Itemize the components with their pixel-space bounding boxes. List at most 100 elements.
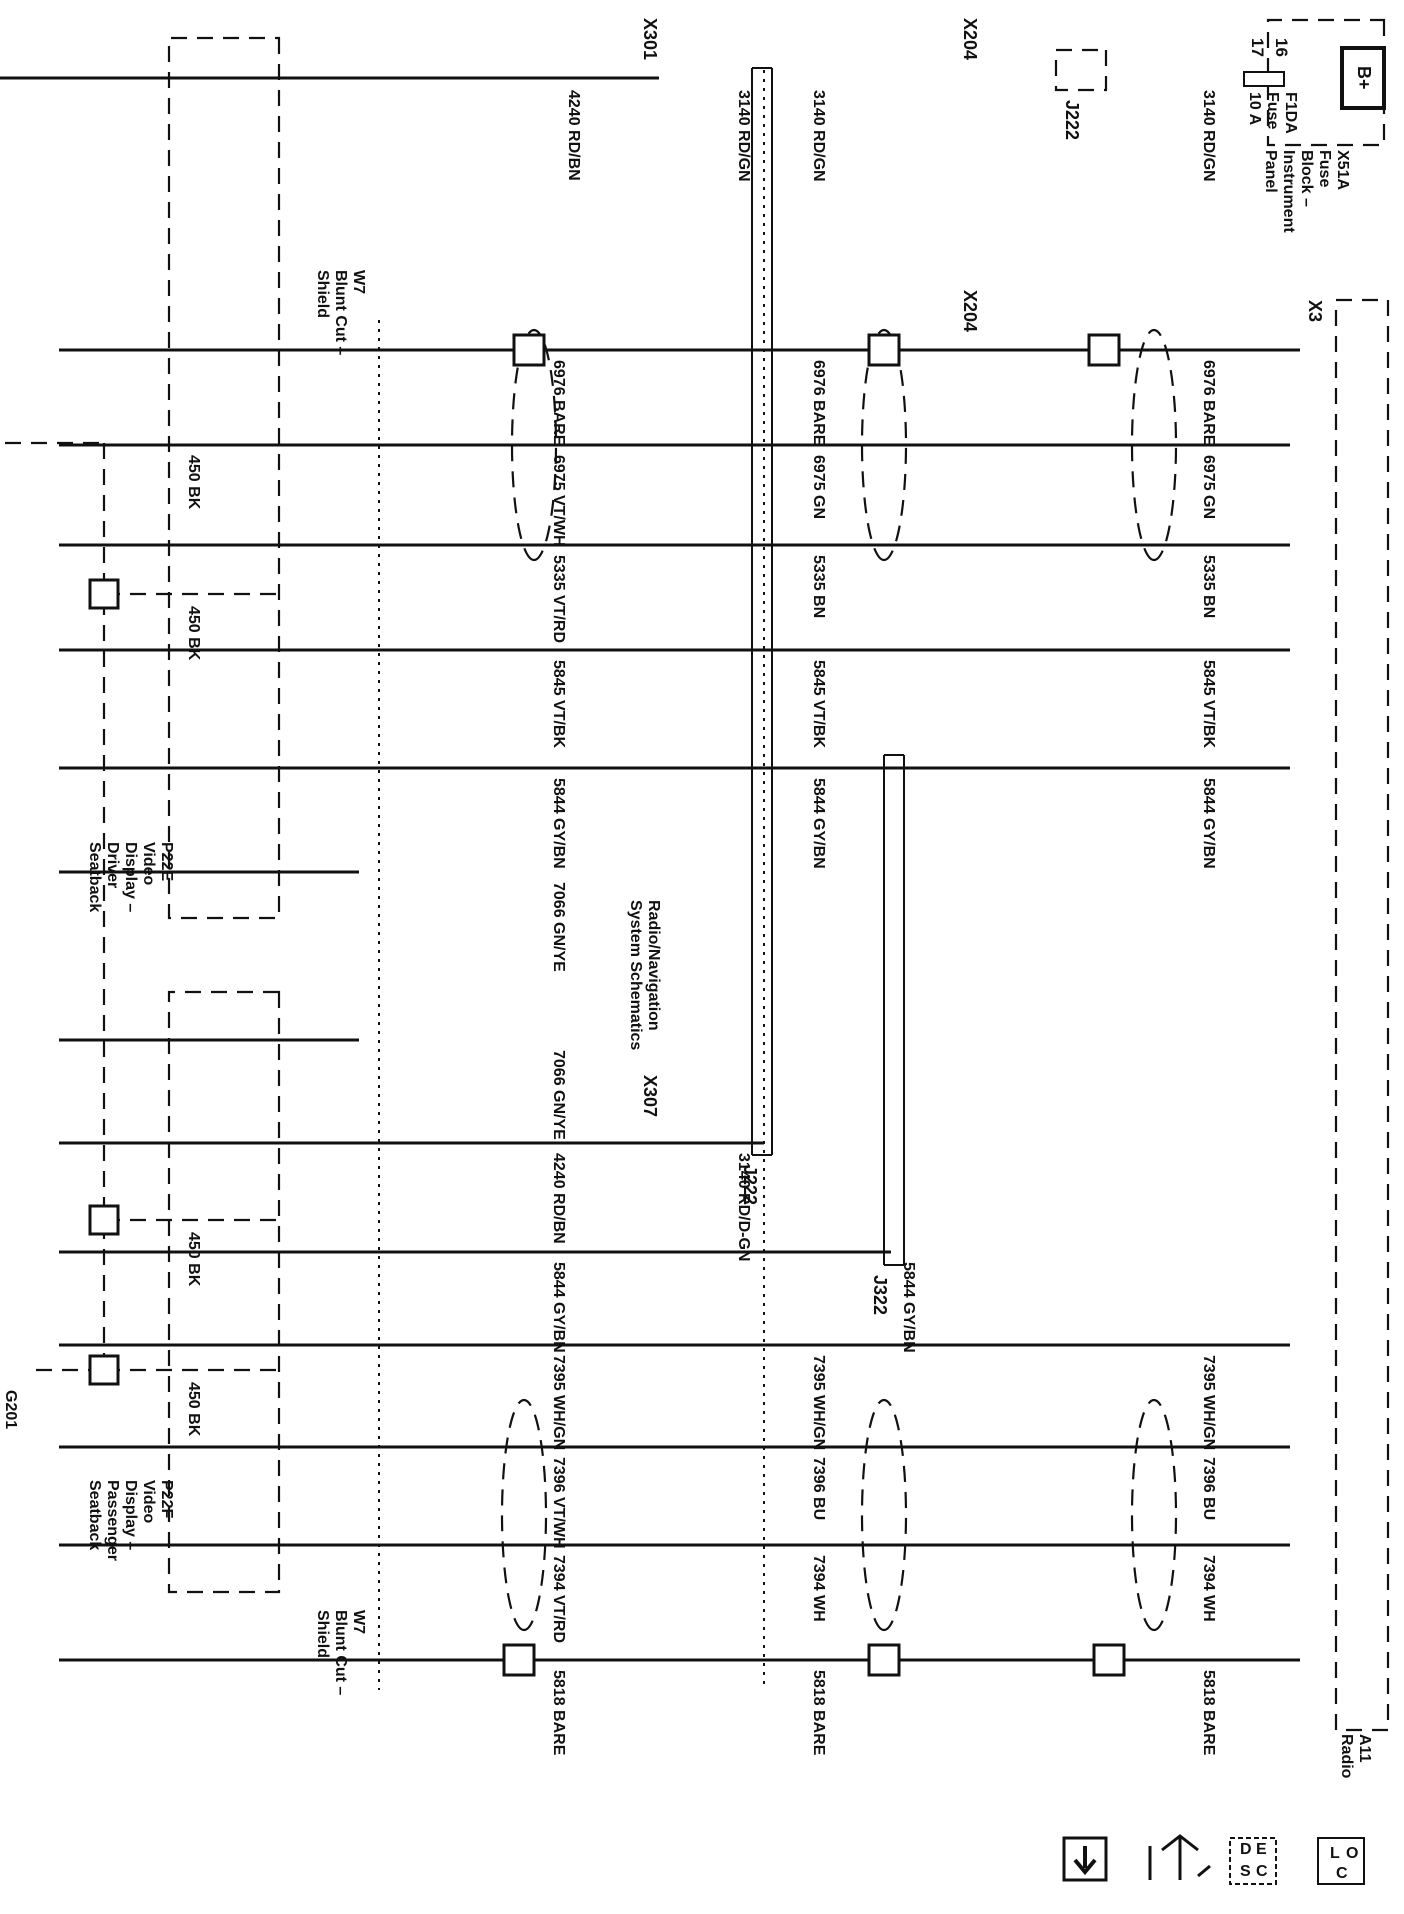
shield-drain-6 — [1092, 1643, 1126, 1677]
fuse-block-label: X51A Fuse Block – Instrument Panel — [1262, 150, 1351, 233]
connector-x301: X301 — [640, 18, 660, 60]
svg-text:7396 BU: 7396 BU — [810, 1457, 827, 1520]
svg-text:450 BK: 450 BK — [185, 606, 202, 661]
twist-pass-x307 — [500, 1398, 548, 1632]
svg-text:Shield: Shield — [314, 270, 331, 318]
svg-text:Block –: Block – — [1298, 150, 1315, 207]
svg-text:S: S — [1240, 1863, 1251, 1880]
circuit-labels: 4240 RD/BN 3140 RD/GN 3140 RD/GN 3140 RD… — [185, 90, 1217, 1756]
svg-text:450 BK: 450 BK — [185, 1382, 202, 1437]
svg-text:3140 RD/GN: 3140 RD/GN — [810, 90, 827, 182]
svg-text:5845 VT/BK: 5845 VT/BK — [810, 660, 827, 748]
svg-text:4240 RD/BN: 4240 RD/BN — [550, 1153, 567, 1244]
svg-text:Shield: Shield — [314, 1610, 331, 1658]
svg-text:Video: Video — [140, 842, 157, 886]
twist-pass-x204 — [860, 1398, 908, 1632]
ground-label: G201 — [2, 1390, 19, 1429]
svg-text:W7: W7 — [350, 1610, 367, 1634]
down-arrow-icon[interactable] — [1062, 1836, 1108, 1882]
shield-drain-1 — [512, 333, 546, 367]
svg-text:3140 RD/GN: 3140 RD/GN — [1200, 90, 1217, 182]
shield-label-top: W7 Blunt Cut – Shield — [314, 270, 367, 355]
svg-text:3140 RD/GN: 3140 RD/GN — [735, 90, 752, 182]
twist-driver-radio — [1130, 328, 1178, 562]
nav-icon-bar: D E S C L O C — [1062, 1834, 1365, 1885]
svg-text:Driver: Driver — [104, 842, 121, 888]
twist-driver-x301 — [510, 328, 558, 562]
battery-box — [1340, 46, 1386, 110]
connector-x204: X204 — [960, 18, 980, 60]
connector-j222-top: J222 — [1062, 100, 1082, 140]
svg-text:Seatback: Seatback — [86, 842, 103, 912]
svg-text:7066 GN/YE: 7066 GN/YE — [550, 1050, 567, 1140]
svg-text:7395 WH/GN: 7395 WH/GN — [550, 1355, 567, 1450]
svg-text:450 BK: 450 BK — [185, 455, 202, 510]
j222-jumper — [1054, 48, 1108, 92]
twist-pass-radio — [1130, 1398, 1178, 1632]
svg-text:7066 GN/YE: 7066 GN/YE — [550, 882, 567, 972]
svg-text:7394 VT/RD: 7394 VT/RD — [550, 1555, 567, 1643]
desc-icon[interactable]: D E S C — [1229, 1837, 1277, 1885]
svg-text:5844 GY/BN: 5844 GY/BN — [1200, 778, 1217, 869]
svg-text:7396 VT/WH: 7396 VT/WH — [550, 1457, 567, 1549]
svg-text:7395 WH/GN: 7395 WH/GN — [1200, 1355, 1217, 1450]
radio-label: A11 Radio — [1338, 1734, 1373, 1779]
svg-text:5335 BN: 5335 BN — [810, 555, 827, 618]
svg-text:5844 GY/BN: 5844 GY/BN — [900, 1262, 917, 1353]
svg-text:C: C — [1256, 1863, 1268, 1880]
svg-text:3140 RD/D-GN: 3140 RD/D-GN — [735, 1153, 752, 1261]
svg-text:5845 VT/BK: 5845 VT/BK — [550, 660, 567, 748]
radio-nav-reference: Radio/Navigation System Schematics — [627, 900, 662, 1050]
svg-text:450 BK: 450 BK — [185, 1232, 202, 1287]
connector-j322: J322 — [870, 1275, 890, 1315]
driver-display-box — [167, 36, 281, 920]
svg-text:Blunt Cut –: Blunt Cut – — [332, 1610, 349, 1695]
shield-drain-4 — [502, 1643, 536, 1677]
svg-text:5335 VT/RD: 5335 VT/RD — [550, 555, 567, 643]
svg-text:C: C — [1336, 1865, 1348, 1882]
svg-text:16: 16 — [1272, 38, 1291, 57]
svg-text:L: L — [1330, 1845, 1340, 1862]
svg-text:Display –: Display – — [122, 1480, 139, 1550]
loc-icon[interactable]: L O C — [1317, 1837, 1365, 1885]
ground-splice-3 — [88, 1354, 120, 1386]
svg-text:6975 GN: 6975 GN — [810, 455, 827, 519]
connector-x307: X307 — [640, 1075, 660, 1117]
wrench-arrows-icon[interactable] — [1148, 1834, 1211, 1880]
svg-text:5818 BARE: 5818 BARE — [1200, 1670, 1217, 1756]
twist-driver-x204 — [860, 328, 908, 562]
svg-text:5818 BARE: 5818 BARE — [810, 1670, 827, 1756]
svg-text:7395 WH/GN: 7395 WH/GN — [810, 1355, 827, 1450]
svg-text:5844 GY/BN: 5844 GY/BN — [810, 778, 827, 869]
svg-text:4240 RD/BN: 4240 RD/BN — [565, 90, 582, 181]
svg-text:E: E — [1256, 1841, 1267, 1858]
svg-text:6976 BARE: 6976 BARE — [1200, 360, 1217, 446]
svg-text:Panel: Panel — [1262, 150, 1279, 193]
radio-box — [1334, 298, 1390, 1732]
connector-x204-b: X204 — [960, 290, 980, 332]
svg-text:5335 BN: 5335 BN — [1200, 555, 1217, 618]
svg-text:Display –: Display – — [122, 842, 139, 912]
shield-label-bottom: W7 Blunt Cut – Shield — [314, 1610, 367, 1695]
svg-text:Fuse: Fuse — [1316, 150, 1333, 187]
svg-text:6976 BARE: 6976 BARE — [550, 360, 567, 446]
svg-text:P22F: P22F — [158, 1480, 175, 1518]
connector-x3: X3 — [1305, 300, 1325, 322]
svg-text:Instrument: Instrument — [1280, 150, 1297, 233]
passenger-display-box — [167, 990, 281, 1594]
svg-text:Seatback: Seatback — [86, 1480, 103, 1550]
svg-text:P22E: P22E — [158, 842, 175, 881]
shield-drain-3 — [1087, 333, 1121, 367]
passenger-display-label: P22F Video Display – Passenger Seatback — [86, 1480, 175, 1561]
svg-text:Radio/Navigation: Radio/Navigation — [645, 900, 662, 1031]
svg-text:6976 BARE: 6976 BARE — [810, 360, 827, 446]
svg-text:X51A: X51A — [1334, 150, 1351, 190]
connector-j222: J222 — [740, 1165, 760, 1205]
svg-text:5845 VT/BK: 5845 VT/BK — [1200, 660, 1217, 748]
svg-text:Video: Video — [140, 1480, 157, 1524]
ground-splice-1 — [88, 578, 120, 610]
svg-text:Passenger: Passenger — [104, 1480, 121, 1561]
svg-text:F1DA: F1DA — [1282, 92, 1299, 134]
ground-splice-2 — [88, 1204, 120, 1236]
